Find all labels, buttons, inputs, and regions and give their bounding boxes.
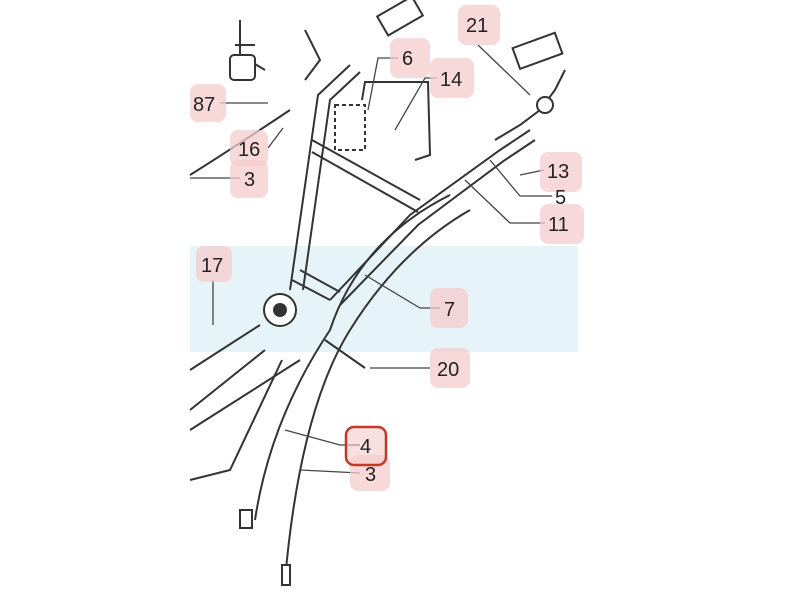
svg-text:87: 87 bbox=[193, 94, 215, 116]
svg-text:11: 11 bbox=[548, 214, 569, 236]
svg-text:20: 20 bbox=[437, 359, 459, 381]
callout-16: 16 bbox=[230, 130, 268, 166]
svg-text:16: 16 bbox=[238, 139, 260, 161]
callout-14: 14 bbox=[430, 58, 474, 98]
svg-text:13: 13 bbox=[547, 161, 569, 183]
svg-text:3: 3 bbox=[365, 464, 376, 486]
svg-text:5: 5 bbox=[555, 187, 566, 209]
background-band bbox=[190, 246, 578, 352]
svg-text:3: 3 bbox=[244, 169, 255, 191]
svg-text:17: 17 bbox=[201, 255, 223, 277]
callout-3-upper: 3 bbox=[230, 160, 268, 198]
handlebar-frame bbox=[189, 0, 566, 481]
callout-11: 11 bbox=[540, 204, 584, 244]
svg-text:7: 7 bbox=[444, 299, 455, 321]
svg-text:4: 4 bbox=[360, 436, 371, 458]
svg-text:21: 21 bbox=[466, 15, 488, 37]
callout-4-highlighted: 4 bbox=[344, 425, 388, 467]
svg-text:14: 14 bbox=[440, 69, 462, 91]
callout-5: 5 bbox=[555, 187, 566, 209]
callout-13: 13 bbox=[540, 152, 582, 192]
callout-21: 21 bbox=[458, 5, 500, 45]
callout-87: 87 bbox=[190, 84, 226, 122]
callout-6: 6 bbox=[390, 38, 430, 78]
callout-17: 17 bbox=[196, 246, 232, 282]
callout-20: 20 bbox=[430, 348, 470, 388]
svg-text:6: 6 bbox=[402, 48, 413, 70]
callout-7: 7 bbox=[430, 288, 468, 328]
